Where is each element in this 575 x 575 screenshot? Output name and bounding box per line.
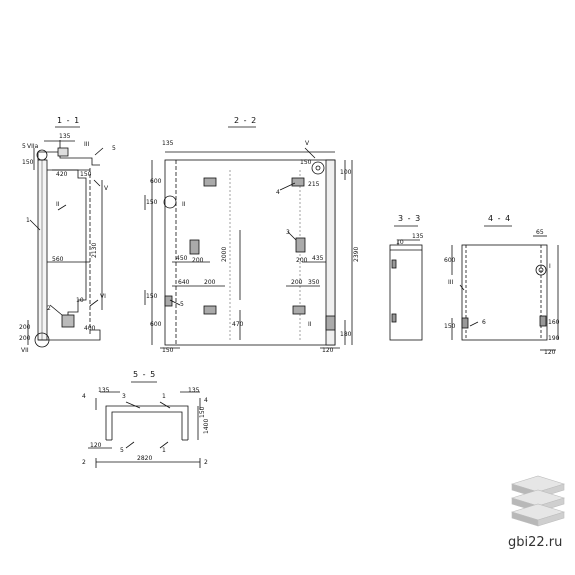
dim-435: 435 [312, 255, 324, 262]
callout-5-a: 5 [180, 301, 184, 308]
callout-1-c: 1 [162, 447, 166, 454]
section-1-1-view [27, 126, 104, 348]
dim-450: 450 [176, 255, 188, 262]
marker-5-b: 5 [112, 145, 116, 152]
dim-500: 350 [308, 279, 320, 286]
dim-1400: 1400 [203, 419, 210, 434]
dim-2130: 2130 [91, 243, 98, 258]
callout-5-b: 5 [120, 447, 124, 454]
dim-160: 160 [548, 319, 560, 326]
marker-viia: VIIa [27, 143, 39, 150]
marker-4-b: 4 [204, 397, 208, 404]
dim-150-d: 150 [146, 199, 158, 206]
marker-ii-a: II [56, 201, 60, 208]
section-title-1-1: 1 - 1 [57, 116, 81, 125]
dim-120-b: 120 [90, 442, 102, 449]
callout-6: 6 [482, 319, 486, 326]
dim-2820: 2820 [137, 455, 152, 462]
section-title-5-5: 5 - 5 [133, 370, 157, 379]
section-title-4-4: 4 - 4 [488, 214, 512, 223]
dim-200-b: 200 [19, 335, 31, 342]
dim-600-a: 600 [150, 178, 162, 185]
dim-200-c: 200 [192, 257, 204, 264]
callout-1-b: 1 [162, 393, 166, 400]
dim-420-a: 420 [56, 171, 68, 178]
dim-20: 120 [544, 349, 556, 356]
callout-4-a: 4 [276, 189, 280, 196]
dim-640: 640 [178, 279, 190, 286]
dim-100-a: 100 [340, 169, 352, 176]
marker-4-a: 4 [82, 393, 86, 400]
marker-i: I [549, 263, 551, 270]
dim-120-a: 120 [322, 347, 334, 354]
dim-200-f: 200 [291, 279, 303, 286]
dim-135-b: 135 [162, 140, 174, 147]
dim-200-e: 200 [204, 279, 216, 286]
section-3-3-view [389, 225, 423, 341]
dim-180-a: 180 [340, 331, 352, 338]
marker-iii-b: III [448, 279, 454, 286]
section-title-3-3: 3 - 3 [398, 214, 422, 223]
dim-150-g: 150 [444, 323, 456, 330]
brand-logo-icon [510, 475, 566, 527]
dim-2000: 2000 [221, 247, 228, 262]
dim-600-b: 600 [150, 321, 162, 328]
marker-ii-b: II [182, 201, 186, 208]
section-5-5-view [88, 381, 201, 468]
section-title-2-2: 2 - 2 [234, 116, 258, 125]
marker-vii-a: VII [21, 347, 29, 354]
dim-150-e: 150 [146, 293, 158, 300]
marker-2-a: 2 [82, 459, 86, 466]
callout-3-a: 3 [286, 229, 290, 236]
section-4-4-view [451, 225, 559, 351]
dim-65: 65 [536, 229, 544, 236]
dim-470: 470 [232, 321, 244, 328]
dim-150-b: 150 [80, 171, 92, 178]
section-2-2-view [144, 126, 353, 349]
callout-2-a: 2 [47, 305, 51, 312]
dim-135-c: 135 [412, 233, 424, 240]
dim-135-d: 135 [98, 387, 110, 394]
dim-600-c: 600 [444, 257, 456, 264]
dim-215: 215 [308, 181, 320, 188]
dim-150-a: 150 [22, 159, 34, 166]
callout-1-a: 1 [26, 217, 30, 224]
marker-vi-a: VI [100, 293, 106, 300]
dim-400-a: 400 [84, 325, 96, 332]
dim-150-f: 150 [162, 347, 174, 354]
dim-135-e: 135 [188, 387, 200, 394]
dim-200-d: 200 [296, 257, 308, 264]
dim-10-b: 10 [396, 239, 404, 246]
brand-name: gbi22.ru [508, 535, 563, 550]
dim-150-h: 150 [199, 406, 206, 418]
dim-10: 10 [76, 297, 84, 304]
marker-v-b: V [305, 140, 310, 147]
dim-135-a: 135 [59, 133, 71, 140]
marker-iii-a: III [84, 141, 90, 148]
marker-iia: II [308, 321, 312, 328]
dim-190: 190 [548, 335, 560, 342]
dim-150-c: 150 [300, 159, 312, 166]
marker-v-a: V [104, 185, 109, 192]
dim-560: 560 [52, 256, 64, 263]
marker-2-b: 2 [204, 459, 208, 466]
marker-5: 5 [22, 143, 26, 150]
dim-2390: 2390 [353, 247, 360, 262]
callout-3-b: 3 [122, 393, 126, 400]
dim-200-a: 200 [19, 324, 31, 331]
